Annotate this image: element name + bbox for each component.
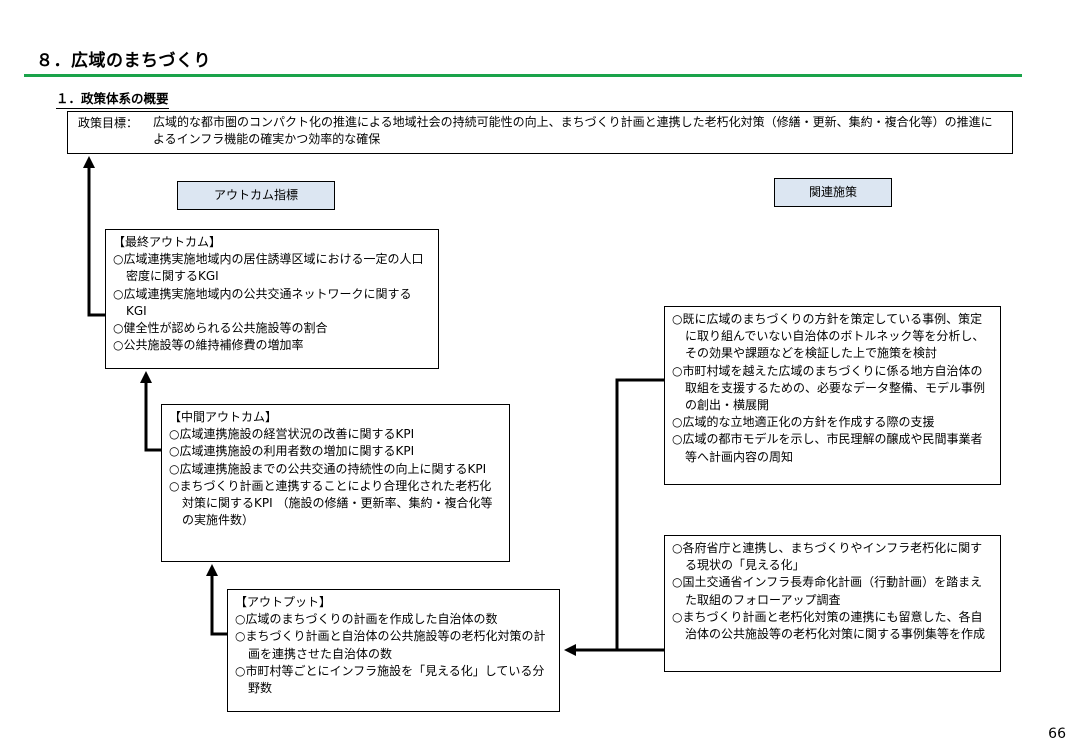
output-item: ○まちづくり計画と自治体の公共施設等の老朽化対策の計画を連携させた自治体の数: [235, 629, 546, 661]
policy-goal-label: 政策目標：: [78, 116, 139, 130]
final-outcome-item: ○広域連携実施地域内の公共交通ネットワークに関するKGI: [113, 286, 412, 318]
arrow-final-to-goal: [83, 156, 105, 317]
connector-measures-top: [615, 378, 664, 650]
intermediate-outcome-item: ○広域連携施設までの公共交通の持続性の向上に関するKPI: [169, 461, 487, 476]
measure-item: ○既に広域のまちづくりの方針を策定している事例、策定に取り組んでいない自治体のボ…: [672, 312, 985, 361]
output-item: ○広域のまちづくりの計画を作成した自治体の数: [235, 612, 498, 627]
measure-item: ○国土交通省インフラ長寿命化計画（行動計画）を踏まえた取組のフォローアップ調査: [672, 575, 983, 607]
outcome-indicators-header: アウトカム指標: [177, 181, 335, 210]
measure-item: ○各府省庁と連携し、まちづくりやインフラ老朽化に関する現状の「見える化」: [672, 541, 983, 573]
policy-goal-box: 政策目標： 広域的な都市圏のコンパクト化の推進による地域社会の持続可能性の向上、…: [67, 111, 1013, 154]
final-outcome-item: ○健全性が認められる公共施設等の割合: [113, 321, 328, 336]
related-measures-header: 関連施策: [774, 178, 892, 207]
intermediate-outcome-heading: 【中間アウトカム】: [169, 410, 278, 424]
measures-bottom-box: ○各府省庁と連携し、まちづくりやインフラ老朽化に関する現状の「見える化」 ○国土…: [664, 535, 1001, 672]
intermediate-outcome-item: ○広域連携施設の利用者数の増加に関するKPI: [169, 444, 415, 459]
arrow-output-to-intermediate: [206, 564, 227, 636]
measure-item: ○市町村域を越えた広域のまちづくりに係る地方自治体の取組を支援するための、必要な…: [672, 363, 986, 413]
intermediate-outcome-item: ○まちづくり計画と連携することにより合理化された老朽化対策に関するKPI （施設…: [169, 478, 493, 528]
final-outcome-item: ○公共施設等の維持補修費の増加率: [113, 338, 304, 353]
page-number: 66: [1048, 726, 1066, 742]
final-outcome-item: ○広域連携実施地域内の居住誘導区域における一定の人口密度に関するKGI: [113, 252, 424, 284]
intermediate-outcome-box: 【中間アウトカム】 ○広域連携施設の経営状況の改善に関するKPI ○広域連携施設…: [161, 404, 510, 562]
final-outcome-box: 【最終アウトカム】 ○広域連携実施地域内の居住誘導区域における一定の人口密度に関…: [105, 229, 439, 369]
output-item: ○市町村等ごとにインフラ施設を「見える化」している分野数: [235, 663, 545, 696]
measure-item: ○まちづくり計画と老朽化対策の連携にも留意した、各自治体の公共施設等の老朽化対策…: [672, 609, 986, 642]
final-outcome-heading: 【最終アウトカム】: [113, 235, 222, 249]
measure-item: ○広域の都市モデルを示し、市民理解の醸成や民間事業者等へ計画内容の周知: [672, 432, 983, 464]
page-title: ８．広域のまちづくり: [36, 51, 211, 71]
title-underline: [24, 74, 1022, 77]
measures-top-box: ○既に広域のまちづくりの方針を策定している事例、策定に取り組んでいない自治体のボ…: [664, 306, 1001, 485]
intermediate-outcome-item: ○広域連携施設の経営状況の改善に関するKPI: [169, 427, 415, 442]
output-heading: 【アウトプット】: [235, 595, 332, 609]
output-box: 【アウトプット】 ○広域のまちづくりの計画を作成した自治体の数 ○まちづくり計画…: [227, 589, 560, 712]
arrow-intermediate-to-final: [140, 371, 161, 452]
section-heading: １．政策体系の概要: [56, 88, 169, 109]
measure-item: ○広域的な立地適正化の方針を作成する際の支援: [672, 415, 935, 430]
policy-goal-text: 広域的な都市圏のコンパクト化の推進による地域社会の持続可能性の向上、まちづくり計…: [153, 115, 993, 146]
